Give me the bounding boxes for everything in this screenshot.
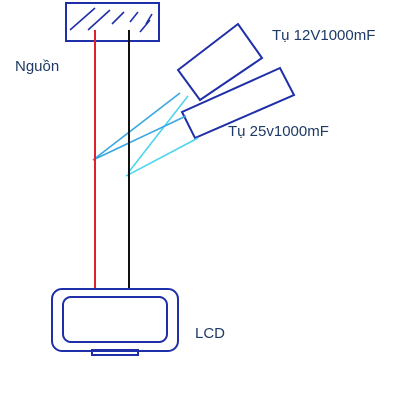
capacitor-25v — [92, 66, 296, 177]
capacitor-12v-lead-2 — [127, 95, 189, 174]
lcd-display — [51, 288, 179, 356]
capacitor-12v-lead-1 — [92, 92, 181, 161]
power-source-box — [65, 2, 160, 42]
capacitor-12v — [92, 22, 264, 174]
power-source-hatching — [69, 7, 153, 33]
capacitor-25v-label: Tụ 25v1000mF — [228, 123, 329, 140]
capacitor-12v-label: Tụ 12V1000mF — [272, 27, 375, 44]
capacitor-25v-lead-1 — [92, 115, 187, 161]
power-source — [65, 2, 160, 42]
capacitor-25v-body — [180, 66, 296, 140]
power-source-label: Nguồn — [15, 58, 59, 75]
lcd-screen — [62, 296, 168, 343]
capacitor-25v-lead-2 — [125, 137, 199, 177]
lcd-label: LCD — [195, 325, 225, 342]
lcd-stand — [91, 349, 139, 356]
capacitor-12v-body — [176, 22, 264, 102]
